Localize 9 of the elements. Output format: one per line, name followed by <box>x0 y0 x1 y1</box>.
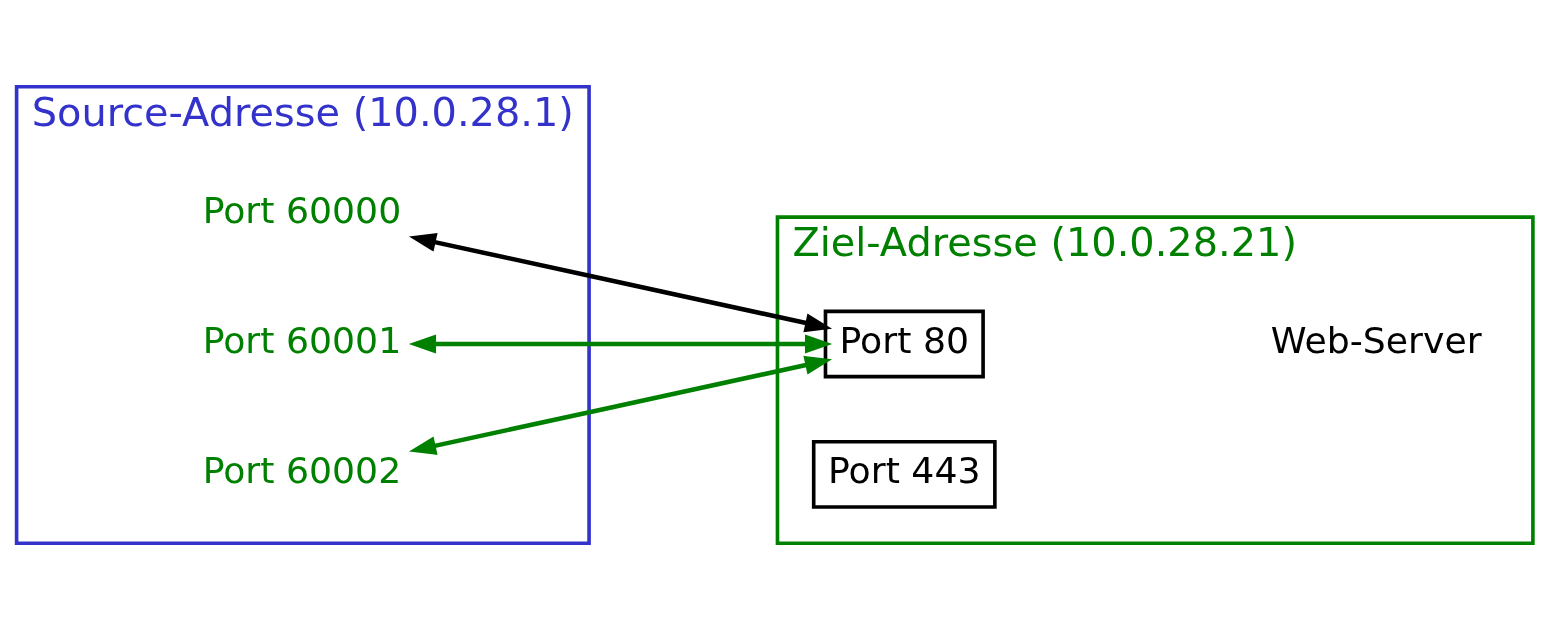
node-text: Port 60000 <box>202 188 402 232</box>
arrow <box>408 232 833 332</box>
node-label: Web-Server <box>1270 318 1482 362</box>
arrow <box>408 333 833 354</box>
node-box: Port 80 <box>823 309 985 378</box>
node-text: Port 60001 <box>202 318 402 362</box>
node-box: Port 443 <box>811 439 997 509</box>
arrow <box>408 355 833 455</box>
node-text: Port 60002 <box>202 448 402 492</box>
